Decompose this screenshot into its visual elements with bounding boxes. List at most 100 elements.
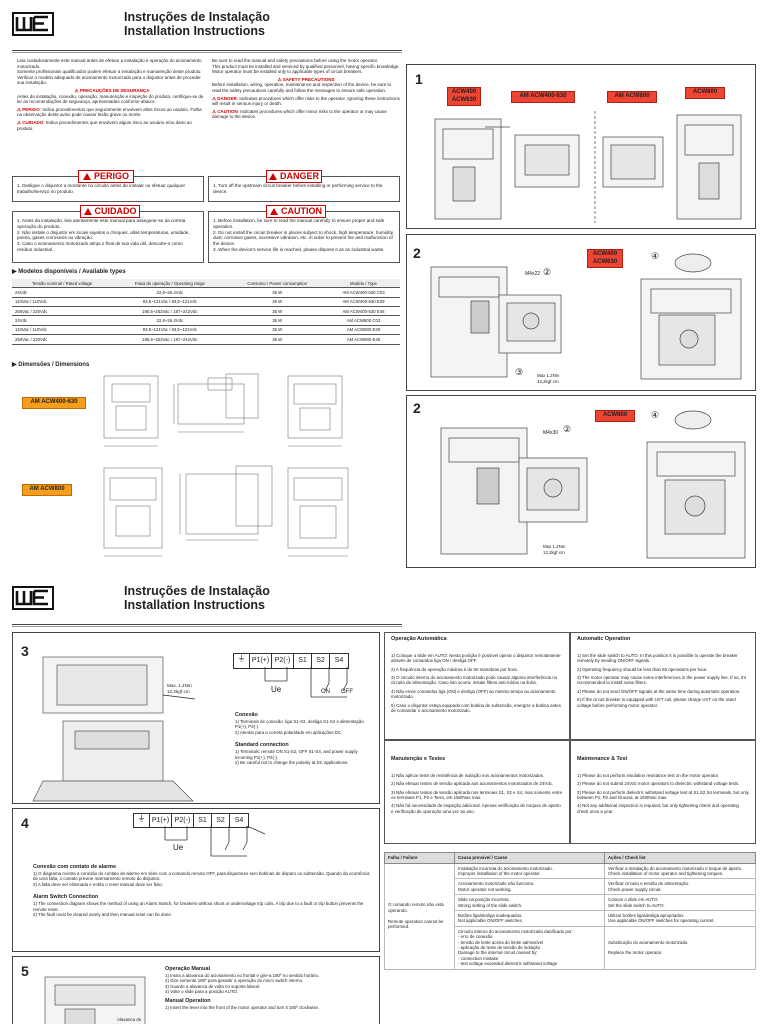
table-cell: AM ACW400-630 E46 — [326, 306, 400, 317]
intro-pt: Leia cuidadosamente este manual antes de… — [17, 58, 204, 131]
alarme-text: Conexão com contato de alarme 1) O diagr… — [33, 864, 370, 918]
col-header: Tensão nominal / Rated voltage — [12, 279, 113, 289]
table-cell: 35 W — [227, 334, 327, 345]
table-cell: 35 W — [227, 297, 327, 308]
weg-logo — [12, 586, 54, 610]
failure-cell: O comando remoto não está operando.Remot… — [384, 862, 455, 970]
col-header: Ações / Check list — [604, 852, 756, 864]
page-title-pt: Instruções de Instalação — [124, 584, 270, 598]
tag-acw800: ACW800 — [685, 87, 725, 99]
step5-drawing — [44, 976, 146, 1024]
table-cell: 24Vdc — [12, 287, 113, 298]
action-cell: Substituição do acionamento motorizado. … — [604, 925, 756, 970]
models-table: Tensão nominal / Rated voltage Faixa de … — [12, 279, 400, 345]
action-cell: Verificar circuito e tensão de alimentaç… — [604, 878, 756, 896]
table-cell: 24Vdc — [12, 315, 113, 326]
lever-label: Alavanca de — [117, 1017, 142, 1022]
dimension-drawings — [103, 373, 349, 557]
torque-label: Max. 1.2Nm 12,2kgf·cm — [167, 683, 192, 694]
cuidado-heading: CUIDADO — [80, 205, 140, 218]
terminal-label: P1(+) — [150, 814, 172, 827]
tag-am-acw800: AM ACW800 — [607, 91, 657, 103]
table-cell: 195,5~253Vac / 187~242Vdc — [112, 334, 228, 345]
wiring-diagram-4 — [164, 826, 266, 857]
perigo-heading: PERIGO — [78, 170, 134, 183]
ground-icon: ⏚ — [134, 814, 150, 827]
table-cell: AM ACW400-630 E29 — [326, 297, 400, 308]
terminal-label: S1 — [194, 814, 212, 827]
table-cell: 35 W — [227, 287, 327, 298]
step-marker: ② — [543, 267, 552, 277]
tag-acw800: ACW800 — [595, 410, 635, 422]
on-label: ON — [321, 689, 330, 695]
panel-step-2b: 2 ACW800 M4x30 ② ④ ① ③ Max 1.2Nm 12,2kgf… — [406, 395, 756, 568]
table-row: Circuito interno do acionamento motoriza… — [385, 925, 756, 970]
table-cell: 35 W — [227, 315, 327, 326]
page-title-en: Installation Instructions — [124, 598, 265, 612]
auto-op-en: Automatic Operation 1) Set the slide swi… — [570, 632, 756, 740]
dim-tag-acw400-630: AM ACW400-630 — [22, 397, 86, 409]
torque-label: Max 1.2Nm 12,2kgf·cm — [537, 373, 560, 384]
dims-heading: ▶ Dimensões / Dimensions — [12, 362, 90, 368]
caution-heading: CAUTION — [266, 205, 326, 218]
screw-label: M4x22 — [525, 271, 541, 277]
cuidado-box: 1. Antes da instalação, leia atentamente… — [12, 211, 204, 263]
table-cell: AM ACW800 E46 — [326, 334, 400, 345]
table-row: Acionamento motorizado não funciona. Mot… — [385, 878, 756, 896]
ue-label: Ue — [173, 843, 184, 852]
screw-label: M4x30 — [543, 430, 559, 436]
troubleshooting-table: Falha / Failure Causa provável / Cause A… — [384, 852, 756, 970]
table-cell: 35 W — [227, 325, 327, 336]
conexao-text: Conexão 1) Terminais de conexão: liga S1… — [235, 712, 364, 766]
table-cell: AM ACW400-630 C03 — [326, 287, 400, 298]
table-cell: 110Vac / 110Vdc — [12, 325, 113, 336]
col-header: Faixa de operação / Operating range — [112, 279, 228, 289]
wiring-diagram-3 — [264, 667, 348, 698]
col-header: Consumo / Power consumption — [227, 279, 327, 289]
terminal-label: S2 — [312, 654, 330, 668]
terminal-label: S4 — [234, 817, 244, 824]
step-marker: ④ — [651, 251, 660, 261]
ue-label: Ue — [271, 685, 282, 694]
off-label: OFF — [341, 689, 353, 695]
table-cell: 110Vac / 110Vdc — [12, 297, 113, 308]
terminal-strip: ⏚ P1(+) P2(-) S1 S2 S4 — [233, 653, 349, 669]
divider — [12, 52, 402, 53]
table-row: Botões liga/desliga inadequados. Not app… — [385, 909, 756, 927]
divider — [12, 626, 402, 627]
dim-tag-acw800: AM ACW800 — [22, 484, 72, 496]
step2b-drawing — [440, 410, 746, 559]
table-cell: 22,8~26,4Vdc — [112, 287, 228, 298]
action-cell: Verificar a instalação do acionamento mo… — [604, 862, 756, 880]
manual-text: Operação Manual 1) Insira a alavanca do … — [165, 966, 320, 1010]
terminal-label: P2(-) — [172, 814, 194, 827]
table-cell: 35 W — [227, 306, 327, 317]
torque-label: Max 1.2Nm 12,2kgf·cm — [543, 544, 566, 555]
divider — [12, 50, 402, 51]
terminal-strip: ⏚ P1(+) P2(-) S1 S2 S4 — [133, 813, 249, 828]
terminal-label: P1(+) — [250, 654, 272, 668]
step-marker: ② — [563, 424, 572, 434]
step1-drawing — [434, 111, 742, 223]
table-cell: 93,5~121Vac / 93,5~121Vdc — [112, 297, 228, 308]
ground-icon: ⏚ — [234, 654, 250, 668]
maint-pt: Manutenção e Testes 1) Não aplicar teste… — [384, 740, 570, 844]
col-header: Modelo / Type — [326, 279, 400, 289]
cause-cell: Circuito interno do acionamento motoriza… — [454, 925, 605, 970]
auto-op-pt: Operação Automática 1) Coloque o slide e… — [384, 632, 570, 740]
col-header: Falha / Failure — [384, 852, 455, 864]
step3-drawing — [32, 656, 196, 802]
caution-box: 1. Before installation, be sure to read … — [208, 211, 400, 263]
terminal-label: P2(-) — [272, 654, 294, 668]
action-cell: Utilizar botões liga/desliga apropriados… — [604, 909, 756, 927]
table-row: O comando remoto não está operando.Remot… — [384, 862, 756, 970]
panel-step-4: 4 ⏚ P1(+) P2(-) S1 S2 S4 Ue Conexão com … — [12, 808, 380, 952]
table-cell: 22,8~26,4Vdc — [112, 315, 228, 326]
